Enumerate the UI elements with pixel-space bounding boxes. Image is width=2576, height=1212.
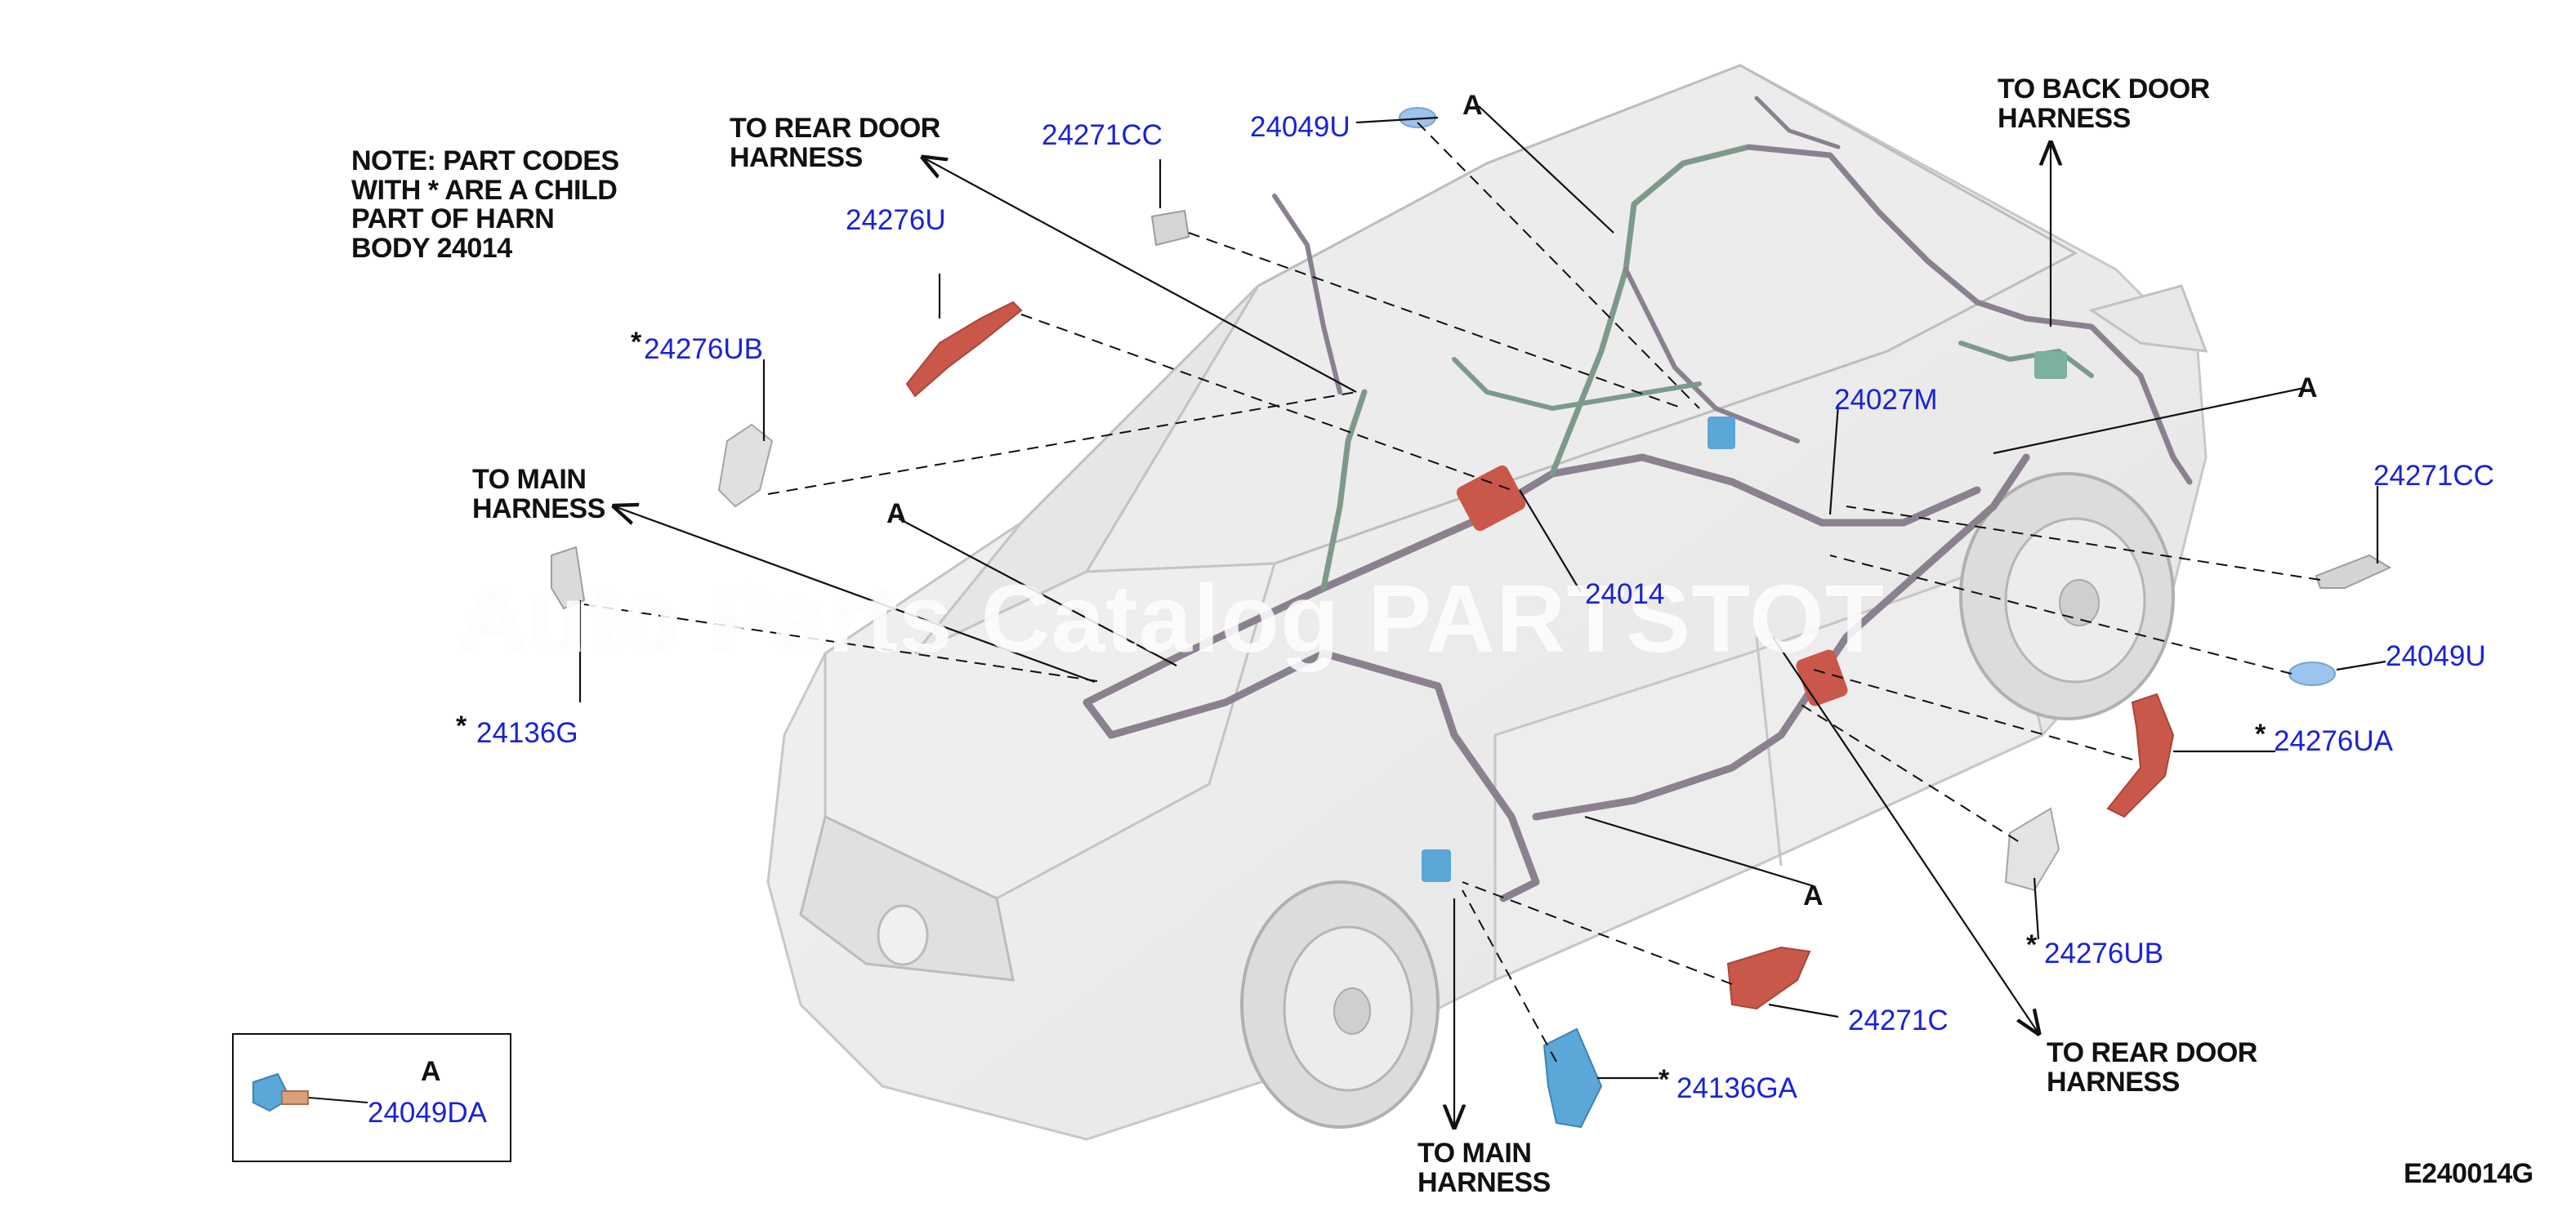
inset-letter: A (421, 1056, 441, 1087)
part-link-24136G[interactable]: 24136G (476, 717, 578, 749)
child-marker-24276UB-right: * (2026, 929, 2038, 960)
to-back-door-harness: TO BACK DOOR HARNESS (1998, 74, 2210, 134)
part-link-24049DA[interactable]: 24049DA (368, 1097, 487, 1129)
child-marker-24136GA: * (1659, 1064, 1670, 1095)
child-marker-24136G: * (456, 711, 467, 742)
part-link-24271C[interactable]: 24271C (1848, 1005, 1949, 1036)
part-24276UB-left-shape (717, 423, 774, 508)
callout-a-bottom: A (1803, 880, 1824, 911)
callout-a-left: A (886, 498, 907, 529)
grille (799, 814, 1015, 982)
to-main-harness-bottom: TO MAIN HARNESS (1417, 1138, 1551, 1198)
part-link-24276UB-left[interactable]: 24276UB (644, 333, 763, 365)
part-24276UA-shape (2106, 693, 2175, 818)
part-link-24049U-right[interactable]: 24049U (2386, 640, 2486, 672)
watermark: Auto Parts Catalog PARTSTOT (458, 565, 1885, 673)
child-marker-24276UA: * (2255, 719, 2266, 750)
part-link-24276U[interactable]: 24276U (846, 204, 946, 236)
part-link-24276UA[interactable]: 24276UA (2274, 725, 2393, 757)
to-rear-door-harness-top: TO REAR DOOR HARNESS (730, 113, 940, 173)
connector-blue-front (1422, 849, 1451, 882)
front-wheel (1240, 880, 1440, 1129)
part-link-24271CC-right[interactable]: 24271CC (2373, 460, 2494, 492)
part-link-24136GA[interactable]: 24136GA (1676, 1072, 1797, 1104)
part-24136GA-shape (1542, 1027, 1603, 1129)
to-rear-door-harness-bottom: TO REAR DOOR HARNESS (2047, 1037, 2257, 1098)
part-24271CC-right-shape (2315, 554, 2392, 589)
child-marker-24276UB-left: * (631, 327, 642, 358)
part-24271CC-top-shape (1150, 209, 1190, 247)
emblem (877, 904, 929, 966)
dashed-leaders (583, 122, 2321, 1063)
part-link-24271CC-top[interactable]: 24271CC (1042, 119, 1163, 151)
to-main-harness-left: TO MAIN HARNESS (472, 464, 605, 524)
part-24049U-right-shape (2288, 662, 2336, 686)
part-24276UB-right-shape (2004, 807, 2060, 892)
part-24136G-shape (551, 546, 586, 610)
part-link-24027M[interactable]: 24027M (1834, 384, 1938, 416)
rear-spoiler (2088, 284, 2208, 353)
part-24271C-shape (1726, 946, 1811, 1010)
part-link-24276UB-right[interactable]: 24276UB (2044, 938, 2163, 969)
connector-blue (1708, 417, 1735, 449)
part-link-24014[interactable]: 24014 (1585, 578, 1665, 610)
callout-a-right: A (2297, 372, 2318, 403)
connector-green (2034, 351, 2067, 379)
inset-bolt-24049DA (252, 1072, 368, 1112)
side-doors (1493, 562, 2044, 983)
note-text: NOTE: PART CODES WITH * ARE A CHILD PART… (351, 145, 619, 265)
part-24276U-shape (905, 301, 1023, 398)
part-link-24049U-top[interactable]: 24049U (1250, 111, 1351, 143)
diagram-code: E240014G (2404, 1158, 2534, 1189)
harness-clip-red (1456, 465, 1526, 532)
callout-a-top: A (1462, 90, 1483, 121)
leader-lines (578, 105, 2386, 1127)
body-harness (1083, 96, 2193, 902)
rear-wheel (1959, 472, 2175, 720)
inset-frame (232, 1033, 511, 1162)
